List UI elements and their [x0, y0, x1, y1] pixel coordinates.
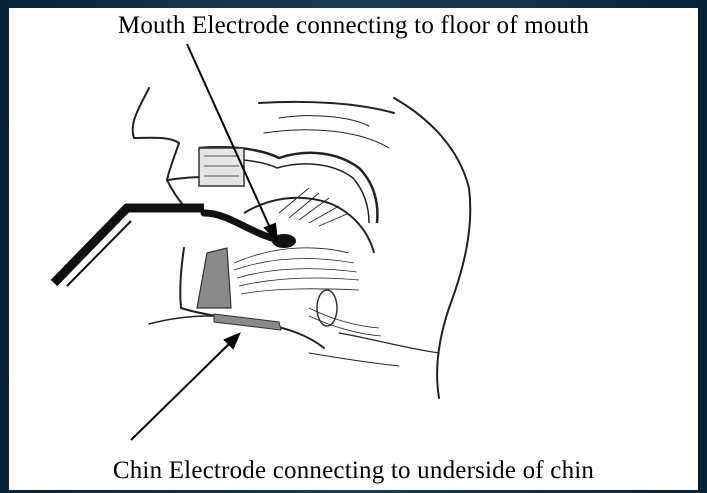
- chin-electrode-caption: Chin Electrode connecting to underside o…: [9, 457, 698, 485]
- head-sagittal-diagram: [9, 8, 698, 490]
- mouth-electrode: [54, 208, 296, 286]
- slide-panel: Mouth Electrode connecting to floor of m…: [9, 8, 698, 490]
- arrows: [131, 44, 277, 440]
- chin-electrode-pad: [197, 248, 281, 330]
- head-outline: [133, 88, 471, 398]
